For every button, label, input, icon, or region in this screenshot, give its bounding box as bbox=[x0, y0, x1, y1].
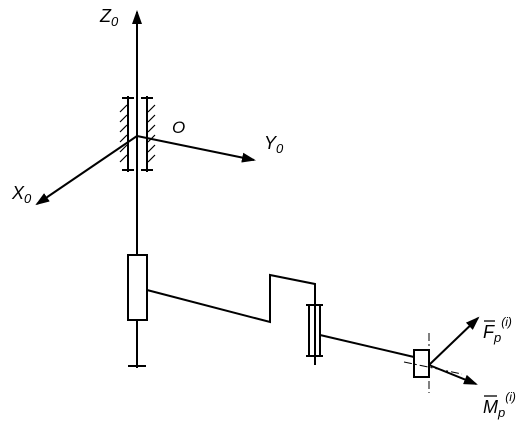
svg-text:Mp(i): Mp(i) bbox=[483, 390, 516, 420]
origin-label: O bbox=[172, 118, 185, 137]
second-bearing-symbol bbox=[306, 300, 323, 365]
fixed-bearing-symbol bbox=[119, 96, 156, 172]
y-axis-line bbox=[136, 135, 256, 163]
end-effector-block bbox=[413, 349, 430, 378]
force-arrow bbox=[428, 316, 480, 366]
hub-block bbox=[127, 254, 148, 321]
x-axis-line bbox=[35, 135, 138, 206]
moment-label: Mp(i) bbox=[483, 390, 516, 420]
centerline-horizontal bbox=[403, 361, 463, 375]
moment-arrow bbox=[428, 364, 478, 385]
x-axis-label: X0 bbox=[11, 183, 32, 206]
output-shaft bbox=[319, 334, 415, 358]
force-label: Fp(i) bbox=[483, 315, 512, 345]
link-arm bbox=[146, 273, 316, 324]
svg-text:Fp(i): Fp(i) bbox=[483, 315, 512, 345]
y-axis-label: Y0 bbox=[264, 133, 284, 156]
z-axis-label: Z0 bbox=[99, 6, 119, 29]
